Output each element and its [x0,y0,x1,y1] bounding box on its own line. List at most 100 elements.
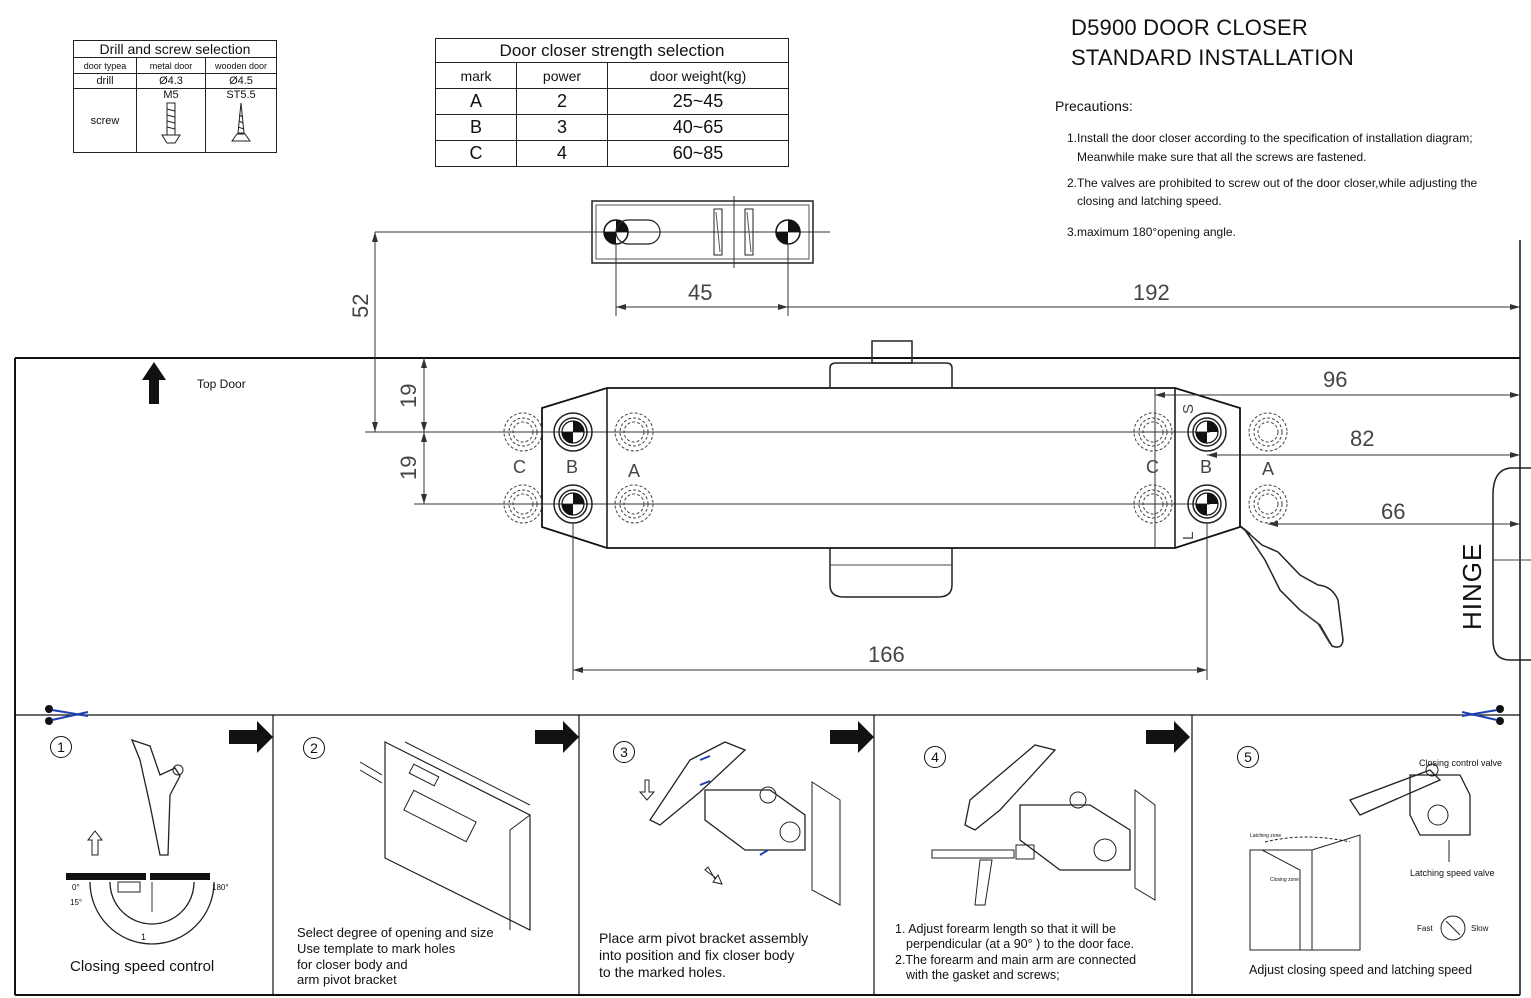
dim-82: 82 [1350,426,1375,451]
strength-table-title: Door closer strength selection [435,38,789,63]
hole-label-b-right: B [1200,457,1213,477]
step1-number: 1 [50,736,72,758]
step5-caption: Adjust closing speed and latching speed [1249,963,1473,977]
dimension-166 [572,523,1208,680]
drill-icon [1239,525,1344,648]
step4-caption-3: 2.The forearm and main arm are connected [895,953,1137,967]
step1-caption: Closing speed control [70,958,215,975]
step4-number: 4 [924,746,946,768]
step3-number: 3 [613,741,635,763]
row-b-mark: B [435,114,517,141]
dim-66: 66 [1381,499,1406,524]
latching-speed-valve-label: Latching speed valve [1410,868,1495,878]
step2-caption-1: Select degree of opening and size [297,925,494,940]
dim-45: 45 [688,280,713,305]
step1-one: 1 [141,932,147,942]
precaution-1b: Meanwhile make sure that all the screws … [1077,150,1367,164]
top-door-label: Top Door [197,377,246,391]
step3-caption-3: to the marked holes. [599,964,726,980]
precaution-2b: closing and latching speed. [1077,194,1222,208]
hole-label-a-right: A [1262,459,1275,479]
drill-metal: Ø4.3 [136,73,206,89]
step-arrow-icon [229,721,273,753]
step-arrow-icon [1146,721,1190,753]
step-dividers [272,715,1193,995]
step4-caption-1: 1. Adjust forearm length so that it will… [895,922,1116,936]
dim-19-bottom: 19 [396,455,421,480]
step2-illustration [359,741,531,931]
strength-header-power: power [516,62,608,89]
closer-body-drawing [541,340,1241,598]
screw-metal-cell: M5 [136,88,206,153]
screw-metal: M5 [163,89,179,101]
step5-number: 5 [1237,746,1259,768]
step2-caption-2: Use template to mark holes [297,941,456,956]
step3-illustration [638,741,841,906]
latching-zone-label: Latching zone [1250,833,1282,839]
up-arrow-icon [142,362,166,404]
step1-deg180: 180° [212,883,229,892]
row-c-mark: C [435,140,517,167]
step2-number: 2 [303,737,325,759]
dim-166: 166 [868,642,905,667]
dim-192: 192 [1133,280,1170,305]
table-row: C 4 60~85 [435,140,789,167]
hole-label-b-left: B [566,457,579,477]
hole-label-c-left: C [513,457,526,477]
dimension-45-192 [615,244,1520,316]
step3-caption-2: into position and fix closer body [599,947,795,963]
step1-illustration [66,738,215,945]
arm-bracket-drawing [375,196,830,268]
row-c-weight: 60~85 [607,140,789,167]
dim-19-top: 19 [396,383,421,408]
strength-table: Door closer strength selection mark powe… [435,38,789,167]
screw-wooden-cell: ST5.5 [205,88,277,153]
drill-screw-table: Drill and screw selection door typea met… [73,40,277,153]
title-line-2: STANDARD INSTALLATION [1071,45,1354,70]
l-label: L [1180,531,1197,540]
wood-screw-icon [231,102,251,142]
hinge-drawing [1492,467,1531,661]
s-label: S [1180,403,1197,414]
dimension-vertical [365,232,1210,505]
strength-header-weight: door weight(kg) [607,62,789,89]
drill-table-title: Drill and screw selection [73,40,277,58]
step4-illustration [931,744,1156,906]
hole-label-c-right: C [1146,457,1159,477]
strength-header-mark: mark [435,62,517,89]
step3-caption-1: Place arm pivot bracket assembly [599,930,809,946]
hinge-label: HINGE [1457,542,1487,630]
closing-zone-label: Closing zone [1270,877,1299,883]
step-arrow-icon [535,721,579,753]
closing-control-valve-label: Closing control valve [1419,758,1503,768]
step2-caption-4: arm pivot bracket [297,972,397,987]
slow-label: Slow [1471,924,1489,933]
dim-52: 52 [348,293,373,318]
step1-deg0: 0° [72,883,80,892]
scissors-icon [45,705,89,725]
step2-caption-3: for closer body and [297,957,408,972]
row-a-power: 2 [516,88,608,115]
screw-label: screw [73,88,137,153]
step-arrow-icon [830,721,874,753]
precaution-1a: 1.Install the door closer according to t… [1067,131,1473,145]
table-row: B 3 40~65 [435,114,789,141]
dimension-right [1155,392,1520,527]
scissors-icon [1461,705,1504,725]
step5-illustration [1249,763,1471,951]
step4-caption-4: with the gasket and screws; [906,968,1060,982]
screw-wooden: ST5.5 [226,89,256,101]
precaution-2a: 2.The valves are prohibited to screw out… [1067,176,1478,190]
hole-label-a-left: A [628,461,641,481]
fast-label: Fast [1417,924,1433,933]
dim-96: 96 [1323,367,1348,392]
row-b-weight: 40~65 [607,114,789,141]
step1-deg15: 15° [70,898,83,907]
door-outline [14,240,1521,996]
precaution-3: 3.maximum 180°opening angle. [1067,225,1236,239]
step4-caption-2: perpendicular (at a 90° ) to the door fa… [906,937,1135,951]
mounting-holes [503,412,1288,524]
precautions-label: Precautions: [1055,98,1133,114]
